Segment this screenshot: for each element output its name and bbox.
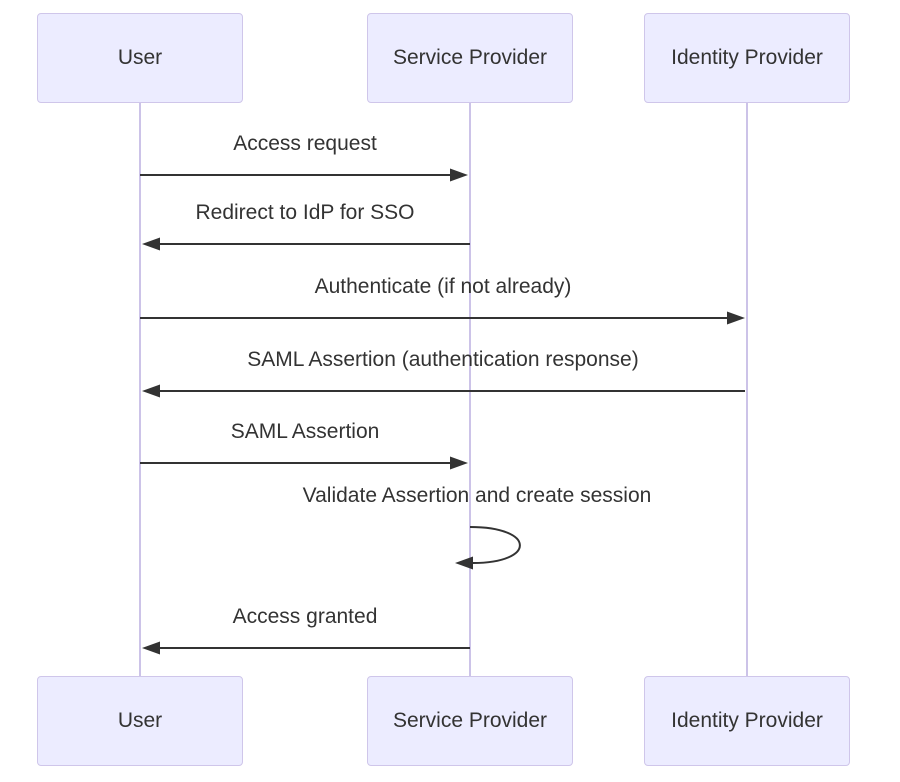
message-label-saml-assertion: SAML Assertion: [230, 420, 380, 443]
actor-label: Identity Provider: [671, 709, 823, 732]
message-label-authenticate: Authenticate (if not already): [314, 275, 572, 298]
message-label-saml-assertion-response: SAML Assertion (authentication response): [247, 348, 639, 371]
message-label-access-granted: Access granted: [232, 605, 378, 628]
actor-label: User: [117, 709, 163, 732]
actor-label: User: [117, 46, 163, 69]
message-label-access-request: Access request: [233, 132, 377, 155]
message-label-redirect-idp: Redirect to IdP for SSO: [195, 201, 415, 224]
actor-box-service-provider-bottom: Service Provider: [367, 676, 573, 766]
actor-label: Service Provider: [392, 709, 548, 732]
actor-box-identity-provider-bottom: Identity Provider: [644, 676, 850, 766]
arrowhead-right-icon: [450, 456, 468, 470]
self-loop-curve: [469, 526, 521, 564]
actor-box-identity-provider-top: Identity Provider: [644, 13, 850, 103]
arrowhead-left-icon: [142, 641, 160, 655]
actor-box-user-top: User: [37, 13, 243, 103]
arrowhead-left-icon: [142, 237, 160, 251]
arrowhead-right-icon: [450, 168, 468, 182]
arrowhead-left-icon: [455, 556, 473, 570]
actor-label: Identity Provider: [671, 46, 823, 69]
actor-box-service-provider-top: Service Provider: [367, 13, 573, 103]
actor-box-user-bottom: User: [37, 676, 243, 766]
message-label-validate-assertion: Validate Assertion and create session: [302, 484, 652, 507]
arrowhead-right-icon: [727, 311, 745, 325]
actor-label: Service Provider: [392, 46, 548, 69]
arrowhead-left-icon: [142, 384, 160, 398]
